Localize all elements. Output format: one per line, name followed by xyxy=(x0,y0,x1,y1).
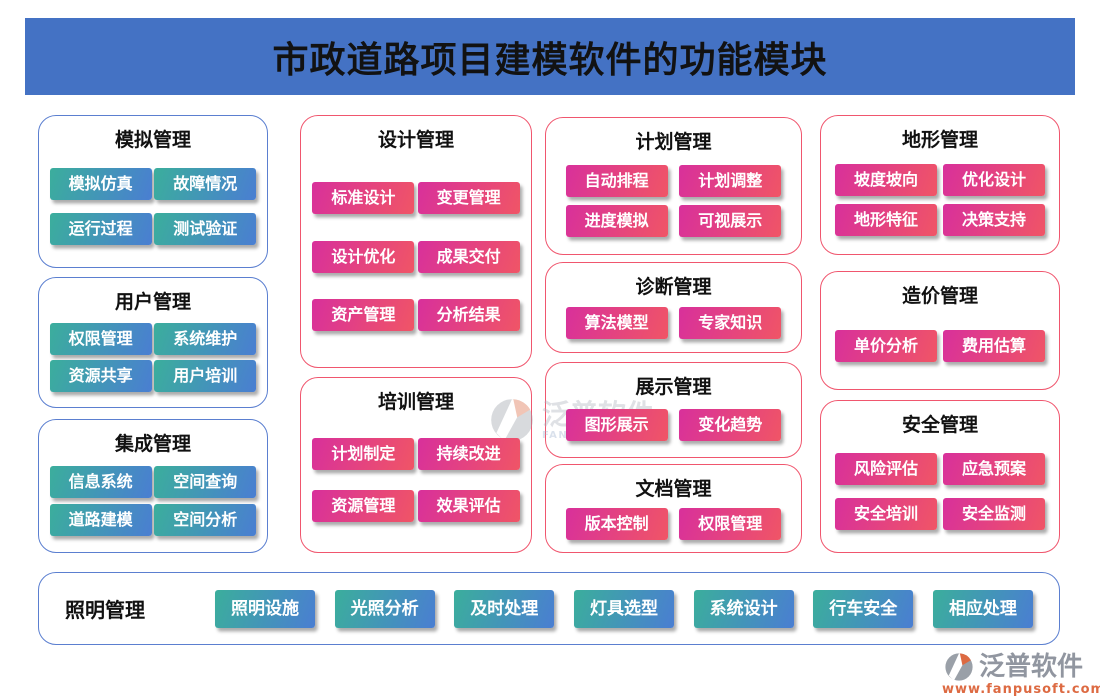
module-button[interactable]: 成果交付 xyxy=(417,240,520,273)
card-user-management: 用户管理 权限管理 系统维护 资源共享 用户培训 xyxy=(38,277,268,408)
page-title: 市政道路项目建模软件的功能模块 xyxy=(272,39,828,81)
card-terrain-management: 地形管理 坡度坡向 优化设计 地形特征 决策支持 xyxy=(820,115,1060,255)
module-button[interactable]: 图形展示 xyxy=(565,409,668,441)
card-design-management: 设计管理 标准设计 变更管理 设计优化 成果交付 资产管理 分析结果 xyxy=(300,115,532,368)
module-button[interactable]: 专家知识 xyxy=(679,306,782,339)
module-button[interactable]: 灯具选型 xyxy=(573,589,674,628)
module-button[interactable]: 变化趋势 xyxy=(679,409,782,441)
module-button[interactable]: 效果评估 xyxy=(417,490,520,522)
card-title: 设计管理 xyxy=(377,129,454,151)
footer-url: www.fanpusoft.com xyxy=(942,682,1100,697)
card-title: 展示管理 xyxy=(635,376,712,398)
card-title: 计划管理 xyxy=(635,131,712,153)
card-title: 安全管理 xyxy=(901,414,978,436)
module-button[interactable]: 优化设计 xyxy=(943,164,1045,196)
card-simulation-management: 模拟管理 模拟仿真 故障情况 运行过程 测试验证 xyxy=(38,115,268,268)
card-lighting-management: 照明管理 照明设施 光照分析 及时处理 灯具选型 系统设计 行车安全 相应处理 xyxy=(38,572,1060,645)
module-button[interactable]: 运行过程 xyxy=(49,212,152,245)
module-button[interactable]: 照明设施 xyxy=(215,589,315,628)
module-button[interactable]: 相应处理 xyxy=(932,589,1033,628)
module-button[interactable]: 光照分析 xyxy=(334,589,435,628)
module-button[interactable]: 计划调整 xyxy=(679,165,782,198)
card-title: 模拟管理 xyxy=(114,129,191,151)
module-button[interactable]: 进度模拟 xyxy=(565,204,668,237)
module-button[interactable]: 坡度坡向 xyxy=(835,164,937,196)
card-title: 培训管理 xyxy=(377,391,454,413)
card-training-management: 培训管理 计划制定 持续改进 资源管理 效果评估 xyxy=(300,377,532,553)
module-button[interactable]: 安全培训 xyxy=(835,497,937,530)
module-button[interactable]: 资产管理 xyxy=(312,298,415,331)
card-display-management: 展示管理 图形展示 变化趋势 xyxy=(545,362,802,458)
card-title: 诊断管理 xyxy=(635,276,712,298)
card-safety-management: 安全管理 风险评估 应急预案 安全培训 安全监测 xyxy=(820,400,1060,553)
card-document-management: 文档管理 版本控制 权限管理 xyxy=(545,464,802,553)
module-button[interactable]: 标准设计 xyxy=(312,182,415,215)
card-title: 照明管理 xyxy=(65,598,145,622)
card-planning-management: 计划管理 自动排程 计划调整 进度模拟 可视展示 xyxy=(545,117,802,255)
card-title: 造价管理 xyxy=(901,285,978,307)
module-button[interactable]: 计划制定 xyxy=(312,438,415,470)
module-button[interactable]: 应急预案 xyxy=(943,453,1045,486)
card-title: 文档管理 xyxy=(635,478,712,500)
fanpu-logo-icon xyxy=(942,650,976,684)
module-button[interactable]: 空间分析 xyxy=(154,504,257,536)
card-integration-management: 集成管理 信息系统 空间查询 道路建模 空间分析 xyxy=(38,419,268,553)
module-button[interactable]: 系统维护 xyxy=(154,323,257,355)
footer-logo: 泛普软件 www.fanpusoft.com xyxy=(942,650,1100,697)
module-button[interactable]: 算法模型 xyxy=(565,306,668,339)
module-button[interactable]: 分析结果 xyxy=(417,298,520,331)
module-button[interactable]: 权限管理 xyxy=(49,323,152,355)
module-button[interactable]: 用户培训 xyxy=(154,360,257,392)
module-button[interactable]: 信息系统 xyxy=(49,466,152,498)
title-bar: 市政道路项目建模软件的功能模块 xyxy=(25,18,1075,95)
module-button[interactable]: 自动排程 xyxy=(565,165,668,198)
module-button[interactable]: 及时处理 xyxy=(454,589,555,628)
module-button[interactable]: 持续改进 xyxy=(417,438,520,470)
module-button[interactable]: 测试验证 xyxy=(154,212,257,245)
module-button[interactable]: 安全监测 xyxy=(943,497,1045,530)
card-title: 集成管理 xyxy=(114,433,191,455)
module-button[interactable]: 风险评估 xyxy=(835,453,937,486)
module-button[interactable]: 变更管理 xyxy=(417,182,520,215)
module-button[interactable]: 空间查询 xyxy=(154,466,257,498)
module-button[interactable]: 权限管理 xyxy=(679,507,782,540)
module-button[interactable]: 系统设计 xyxy=(693,589,794,628)
card-title: 地形管理 xyxy=(901,129,978,151)
module-button[interactable]: 模拟仿真 xyxy=(49,168,152,201)
module-button[interactable]: 行车安全 xyxy=(813,589,914,628)
fanpu-logo-icon xyxy=(486,394,538,446)
module-button[interactable]: 故障情况 xyxy=(154,168,257,201)
module-button[interactable]: 地形特征 xyxy=(835,204,937,236)
module-button[interactable]: 费用估算 xyxy=(943,329,1045,362)
module-button[interactable]: 资源共享 xyxy=(49,360,152,392)
footer-brand: 泛普软件 xyxy=(979,652,1084,682)
module-button[interactable]: 版本控制 xyxy=(565,507,668,540)
card-title: 用户管理 xyxy=(114,291,191,313)
module-button[interactable]: 可视展示 xyxy=(679,204,782,237)
module-button[interactable]: 单价分析 xyxy=(835,329,937,362)
card-diagnosis-management: 诊断管理 算法模型 专家知识 xyxy=(545,262,802,353)
card-cost-management: 造价管理 单价分析 费用估算 xyxy=(820,271,1060,390)
module-button[interactable]: 资源管理 xyxy=(312,490,415,522)
module-button[interactable]: 决策支持 xyxy=(943,204,1045,236)
module-button[interactable]: 道路建模 xyxy=(49,504,152,536)
module-button[interactable]: 设计优化 xyxy=(312,240,415,273)
